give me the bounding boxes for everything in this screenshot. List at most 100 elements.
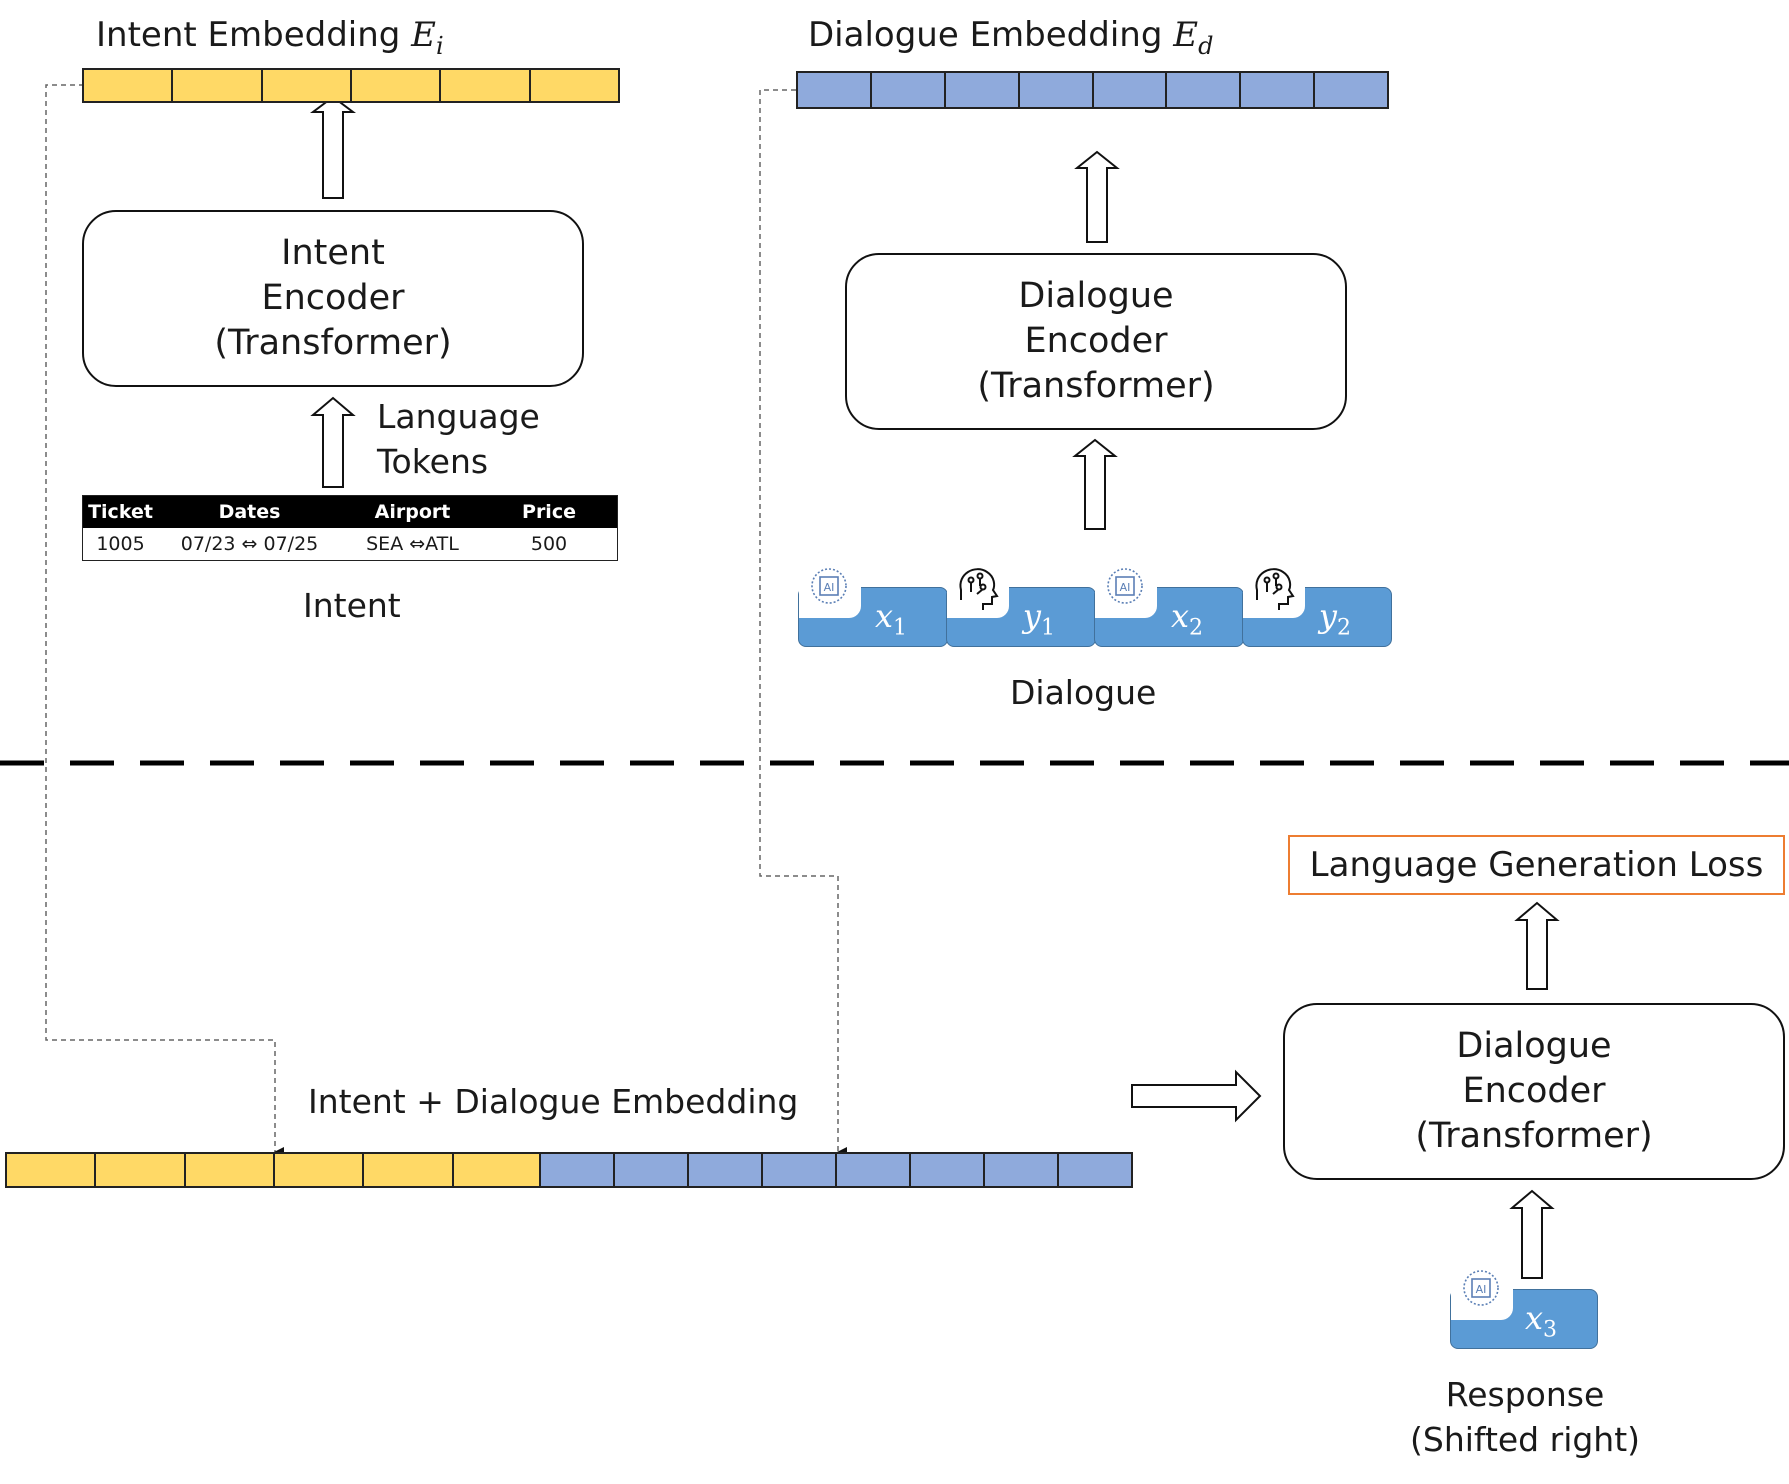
turn-variable: y2 — [1319, 597, 1351, 640]
response-turn-x3: AI x3 — [1450, 1262, 1598, 1349]
embedding-cell — [84, 70, 174, 101]
intent-embedding-subscript: i — [436, 31, 444, 60]
dialogue-label: Dialogue — [1010, 673, 1157, 712]
response-label-line1: Response — [1445, 1375, 1605, 1414]
dialogue-encoder-output-arrow — [1074, 150, 1120, 243]
embedding-cell — [364, 1154, 454, 1186]
embedding-cell — [689, 1154, 763, 1186]
embedding-cell — [541, 1154, 615, 1186]
cell-price: 500 — [530, 533, 568, 555]
header-dates: Dates — [218, 501, 281, 523]
turn-var-sub: 1 — [1041, 615, 1055, 641]
turn-var-letter: x — [1524, 1299, 1543, 1337]
language-tokens-line1: Language — [377, 397, 540, 436]
human-brain-head-icon — [947, 560, 1009, 618]
response-label-line2: (Shifted right) — [1410, 1419, 1641, 1459]
embedding-cell — [7, 1154, 97, 1186]
embedding-cell — [1019, 73, 1094, 107]
turn-variable: x3 — [1525, 1299, 1557, 1342]
intent-embedding-symbol: E — [411, 15, 436, 55]
intent-label: Intent — [303, 586, 401, 625]
cell-dates: 07/23 ⇔ 07/25 — [180, 533, 319, 555]
dialogue-embedding-title: Dialogue Embedding Ed — [808, 15, 1213, 60]
response-input-arrow — [1509, 1189, 1555, 1279]
dialogue-embedding-subscript: d — [1198, 31, 1214, 60]
intent-embedding-title-text: Intent Embedding — [96, 15, 401, 55]
embedding-cell — [1059, 1154, 1131, 1186]
intent-table-header: Ticket Dates Airport Price — [83, 496, 617, 528]
embedding-cell — [763, 1154, 837, 1186]
dialogue-input-arrow — [1072, 438, 1118, 530]
turn-variable: x1 — [875, 597, 907, 640]
dialogue-encoder-top-box: Dialogue Encoder (Transformer) — [845, 253, 1347, 430]
dialogue-encoder-bottom-box: Dialogue Encoder (Transformer) — [1283, 1003, 1785, 1180]
embedding-cell — [351, 70, 442, 101]
turn-variable: x2 — [1171, 597, 1203, 640]
ai-chip-icon: AI — [1095, 560, 1157, 618]
language-generation-loss-box: Language Generation Loss — [1288, 835, 1785, 895]
embedding-cell — [798, 73, 872, 107]
svg-text:AI: AI — [1476, 1283, 1487, 1296]
cell-airport: SEA ⇔ATL — [366, 533, 459, 555]
intent-encoder-box: Intent Encoder (Transformer) — [82, 210, 584, 387]
response-label: Response (Shifted right) — [1410, 1373, 1640, 1462]
turn-var-letter: x — [874, 597, 893, 635]
turn-var-sub: 2 — [1189, 615, 1203, 641]
embedding-cell — [185, 1154, 275, 1186]
combined-dialogue-part — [539, 1152, 1133, 1188]
embedding-cell — [945, 73, 1020, 107]
intent-encoder-line2: Encoder — [261, 278, 405, 319]
embedding-cell — [530, 70, 618, 101]
intent-embedding-vector — [82, 68, 620, 103]
dialogue-encoder-top-line1: Dialogue — [1018, 276, 1174, 317]
intent-encoder-line3: (Transformer) — [214, 322, 452, 363]
header-price: Price — [522, 501, 576, 523]
dialogue-encoder-bottom-line3: (Transformer) — [1415, 1115, 1653, 1156]
turn-var-letter: x — [1170, 597, 1189, 635]
turn-var-letter: y — [1022, 597, 1041, 635]
dialogue-turn-y2: y2 — [1242, 560, 1392, 647]
language-tokens-line2: Tokens — [377, 441, 489, 481]
embedding-cell — [1093, 73, 1168, 107]
dialogue-embedding-title-text: Dialogue Embedding — [808, 15, 1163, 55]
embedding-cell — [1315, 73, 1387, 107]
embedding-cell — [985, 1154, 1059, 1186]
turn-var-sub: 3 — [1543, 1317, 1557, 1343]
intent-embedding-title: Intent Embedding Ei — [96, 15, 444, 60]
dialogue-turn-y1: y1 — [946, 560, 1096, 647]
intent-table: Ticket Dates Airport Price 1005 07/23 ⇔ … — [82, 495, 618, 561]
dialogue-embedding-vector — [796, 71, 1389, 109]
dialogue-encoder-bottom-line1: Dialogue — [1456, 1026, 1612, 1067]
embedding-cell — [96, 1154, 186, 1186]
turn-var-sub: 2 — [1337, 615, 1351, 641]
header-airport: Airport — [374, 501, 451, 523]
combined-intent-part — [5, 1152, 541, 1188]
embedding-cell — [453, 1154, 541, 1186]
embedding-cell — [262, 70, 352, 101]
embedding-cell — [274, 1154, 365, 1186]
combined-embedding-label: Intent + Dialogue Embedding — [308, 1082, 799, 1121]
embedding-cell — [1167, 73, 1242, 107]
turn-var-letter: y — [1318, 597, 1337, 635]
intent-table-row: 1005 07/23 ⇔ 07/25 SEA ⇔ATL 500 — [83, 528, 617, 560]
intent-encoder-line1: Intent — [281, 233, 385, 274]
dialogue-embedding-symbol: E — [1173, 15, 1199, 55]
embedding-cell — [1241, 73, 1316, 107]
embedding-cell — [615, 1154, 689, 1186]
embedding-cell — [837, 1154, 911, 1186]
dialogue-encoder-top-line3: (Transformer) — [977, 365, 1215, 406]
dialogue-turn-x1: AI x1 — [798, 560, 948, 647]
language-tokens-label: Language Tokens — [377, 395, 540, 484]
ai-chip-icon: AI — [799, 560, 861, 618]
turn-var-sub: 1 — [893, 615, 907, 641]
dialogue-encoder-top-line2: Encoder — [1024, 321, 1168, 362]
turn-variable: y1 — [1023, 597, 1055, 640]
embedding-cell — [441, 70, 531, 101]
cell-ticket: 1005 — [96, 533, 145, 555]
human-brain-head-icon — [1243, 560, 1305, 618]
dialogue-turn-x2: AI x2 — [1094, 560, 1244, 647]
svg-text:AI: AI — [824, 581, 835, 594]
embedding-cell — [871, 73, 946, 107]
ai-chip-icon: AI — [1451, 1262, 1513, 1320]
